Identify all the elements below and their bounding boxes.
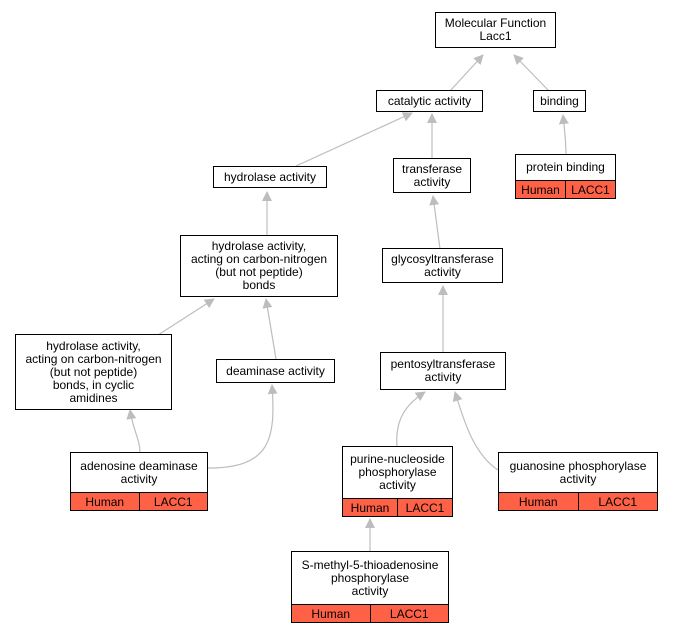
node-adenosine-deaminase-activity[interactable]: adenosine deaminase activity Human LACC1 — [70, 452, 208, 511]
edge-cat-to-mf — [449, 54, 484, 92]
node-label: transferase activity — [401, 161, 463, 189]
node-molecular-function[interactable]: Molecular Function Lacc1 — [435, 12, 556, 48]
node-label: adenosine deaminase activity — [80, 458, 198, 486]
gene-cell: LACC1 — [369, 605, 449, 622]
edge-pb-to-bind — [558, 114, 569, 156]
node-label: pentosyltransferase activity — [390, 357, 496, 384]
edge-gp-to-pent — [452, 391, 499, 471]
gene-cell: LACC1 — [397, 499, 452, 516]
node-label: deaminase activity — [226, 363, 325, 378]
node-label: S-methyl-5-thioadenosine phosphorylase a… — [301, 557, 439, 598]
gene-cell: LACC1 — [565, 181, 615, 198]
node-label: hydrolase activity, acting on carbon-nit… — [25, 338, 162, 405]
node-label: purine-nucleoside phosphorylase activity — [350, 452, 445, 492]
node-protein-binding[interactable]: protein binding Human LACC1 — [515, 154, 616, 199]
node-hydrolase-cyclic-amidines[interactable]: hydrolase activity, acting on carbon-nit… — [15, 334, 172, 410]
node-label: glycosyltransferase activity — [391, 251, 494, 279]
node-label: catalytic activity — [387, 93, 472, 108]
edge-bind-to-mf — [513, 54, 550, 92]
edge-hcnc-to-hcn — [157, 298, 215, 336]
species-cell: Human — [518, 494, 558, 509]
node-label: guanosine phosphorylase activity — [509, 458, 647, 486]
edge-ada-to-hcnc — [126, 409, 141, 453]
edge-deam-to-hcn — [262, 298, 277, 360]
node-transferase-activity[interactable]: transferase activity — [393, 158, 471, 193]
species-cell: Human — [85, 494, 125, 509]
node-purine-nucleoside-phosphorylase[interactable]: purine-nucleoside phosphorylase activity… — [342, 446, 453, 517]
gene-cell: LACC1 — [577, 493, 658, 510]
node-hydrolase-activity[interactable]: hydrolase activity — [213, 166, 327, 188]
edge-ada-to-deam — [207, 384, 278, 469]
gene-cell: LACC1 — [138, 493, 208, 510]
node-hydrolase-carbon-nitrogen[interactable]: hydrolase activity, acting on carbon-nit… — [180, 235, 338, 297]
node-label: protein binding — [526, 160, 605, 174]
annotation-row: Human LACC1 — [292, 604, 448, 622]
node-label: hydrolase activity, acting on carbon-nit… — [190, 239, 328, 292]
node-binding[interactable]: binding — [533, 90, 586, 112]
annotation-row: Human LACC1 — [71, 492, 207, 510]
species-cell: Human — [311, 606, 351, 621]
node-glycosyltransferase-activity[interactable]: glycosyltransferase activity — [382, 248, 503, 283]
edge-pnp-to-pent — [396, 391, 426, 448]
node-catalytic-activity[interactable]: catalytic activity — [376, 90, 483, 112]
annotation-row: Human LACC1 — [343, 498, 452, 516]
annotation-row: Human LACC1 — [499, 492, 657, 510]
annotation-row: Human LACC1 — [516, 180, 615, 198]
node-s-methyl-5-thioadenosine-phosphorylase[interactable]: S-methyl-5-thioadenosine phosphorylase a… — [291, 551, 449, 623]
node-deaminase-activity[interactable]: deaminase activity — [216, 359, 335, 383]
node-label: hydrolase activity — [223, 169, 317, 184]
node-label: Molecular Function Lacc1 — [444, 16, 547, 43]
species-cell: Human — [350, 500, 390, 515]
node-guanosine-phosphorylase-activity[interactable]: guanosine phosphorylase activity Human L… — [498, 452, 658, 511]
edge-glyc-to-trans — [429, 195, 441, 250]
node-pentosyltransferase-activity[interactable]: pentosyltransferase activity — [380, 352, 506, 390]
node-label: binding — [540, 93, 579, 108]
edge-hyd-to-cat — [295, 112, 413, 167]
species-cell: Human — [521, 182, 560, 197]
